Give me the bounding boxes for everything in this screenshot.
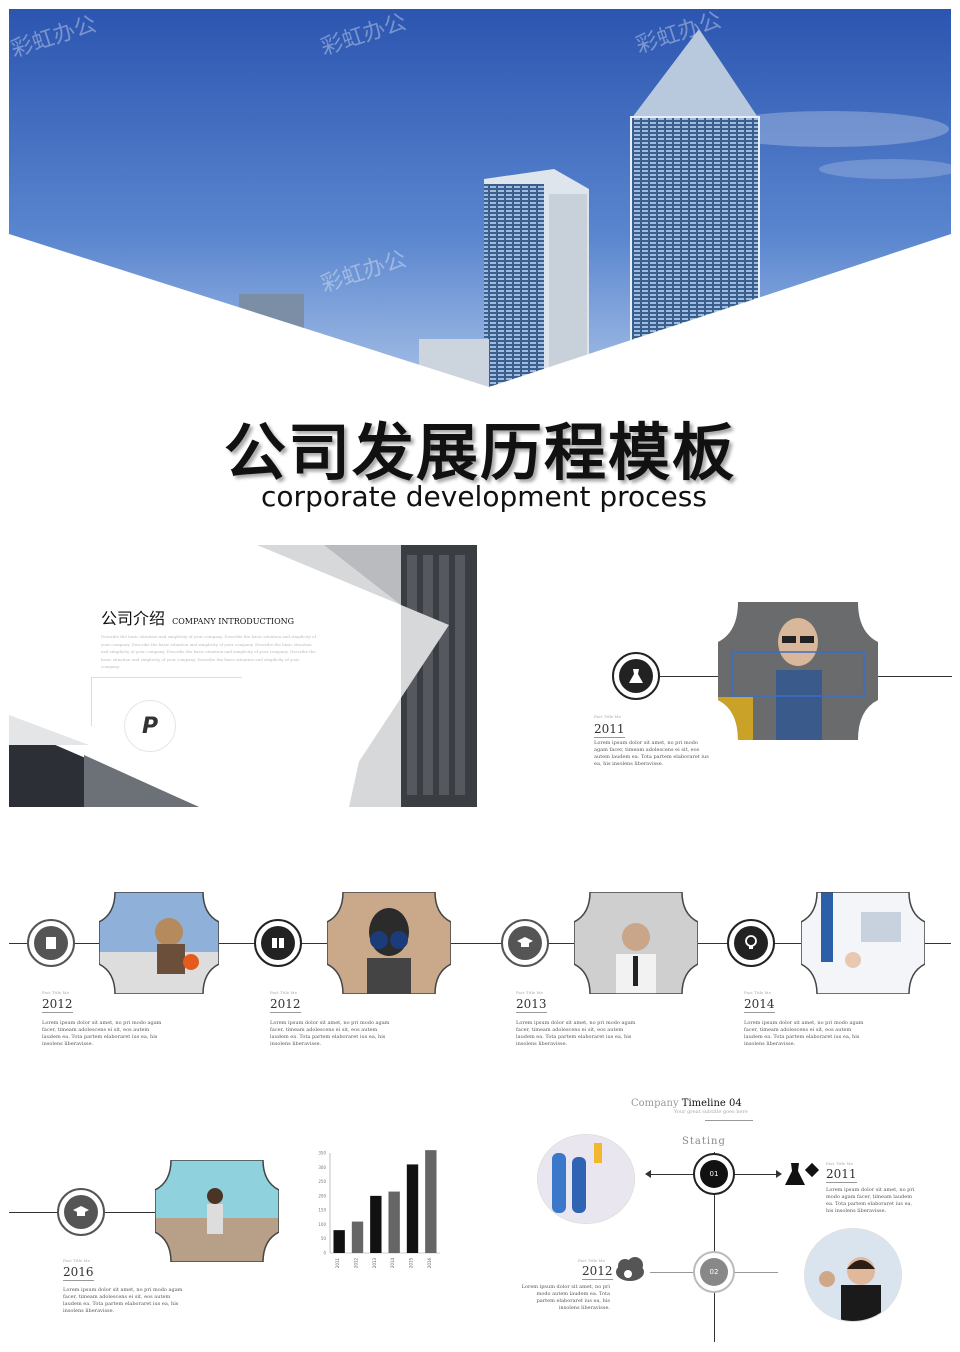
x-tick-label: 2015: [409, 1257, 414, 1268]
bar-chart-svg: 0 50 100 150 200 250 300 350 2011 2012 2013 2014 201…: [318, 1150, 440, 1268]
bar-chart: 0 50 100 150 200 250 300 350 2011 2012 2013 2014 201…: [308, 1145, 448, 1275]
y-tick-label: 300: [318, 1165, 326, 1170]
year-label: 2012: [582, 1264, 613, 1280]
year-label: 2011: [594, 722, 625, 738]
y-tick-label: 100: [318, 1222, 326, 1227]
hero-title: 公司发展历程模板: [223, 416, 736, 489]
fact-tag: Fact Title Me: [594, 714, 621, 719]
year-label: 2011: [826, 1167, 857, 1183]
lab-flask-icon: [612, 652, 660, 700]
lightbulb-icon: [727, 919, 775, 967]
bar: [406, 1164, 419, 1253]
bar: [351, 1221, 364, 1253]
graduation-cap-icon: [501, 919, 549, 967]
document-icon: [27, 919, 75, 967]
intro-title: 公司介绍 COMPANY INTRODUCTIONG: [101, 605, 294, 629]
y-tick-label: 350: [318, 1151, 326, 1156]
intro-title-en: COMPANY INTRODUCTIONG: [172, 617, 295, 626]
year-description: Lorem ipsum dolor sit amet, no pri modo …: [270, 1020, 390, 1047]
node-02: 02: [693, 1251, 735, 1293]
year-description: Lorem ipsum dolor sit amet, no pri modo …: [744, 1020, 864, 1047]
intro-body: Describe the basic situation and simplic…: [101, 634, 316, 669]
year-label: 2014: [744, 997, 775, 1013]
subtitle-underline: [705, 1120, 753, 1121]
timeline04-title: Company Timeline 04: [631, 1098, 742, 1109]
photo-frame-touchscreen: [800, 891, 926, 995]
node-02-label: 02: [700, 1258, 728, 1286]
arrow-left-icon: [645, 1170, 651, 1178]
timeline-2016-slide: Fact Title Me 2016 Lorem ipsum dolor sit…: [9, 1155, 309, 1320]
node-01: 01: [693, 1153, 735, 1195]
year-description: Lorem ipsum dolor sit amet, no pri modo …: [594, 740, 709, 767]
paypal-icon: P: [124, 700, 176, 752]
node-01-label: 01: [700, 1160, 728, 1188]
fact-tag: Fact Title Me: [270, 990, 297, 995]
fact-tag: Fact Title Me: [63, 1258, 90, 1263]
year-label: 2013: [516, 997, 547, 1013]
year-description: Lorem ipsum dolor sit amet, no pri modo …: [42, 1020, 162, 1047]
timeline04-slide: Company Timeline 04 Your great subtitle …: [500, 1092, 950, 1347]
y-tick-label: 0: [323, 1251, 326, 1256]
bar: [388, 1191, 400, 1253]
cloud-settings-icon: [614, 1256, 648, 1288]
x-tick-label: 2011: [335, 1257, 340, 1268]
intro-background-shapes: [9, 545, 477, 807]
year-description: Lorem ipsum dolor sit amet, no pri modo …: [63, 1287, 183, 1314]
year-label: 2012: [42, 997, 73, 1013]
x-tick-label: 2013: [372, 1257, 377, 1268]
year-description: Lorem ipsum dolor sit amet, no pri modo …: [521, 1284, 610, 1311]
photo-frame-woman: [154, 1159, 280, 1263]
intro-title-cn: 公司介绍: [101, 609, 166, 628]
year-label: 2016: [63, 1265, 94, 1281]
timeline04-title-a: Company: [631, 1098, 679, 1109]
photo-frame-stress: [573, 891, 699, 995]
y-tick-label: 250: [318, 1179, 326, 1184]
y-tick-label: 50: [321, 1236, 327, 1241]
timeline-row-slide: Fact Title Me 2012 Lorem ipsum dolor sit…: [9, 890, 951, 1050]
stating-label: Stating: [682, 1136, 726, 1147]
bar: [333, 1230, 345, 1253]
lab-flask-icon: [783, 1159, 823, 1195]
graduation-cap-icon: [57, 1188, 105, 1236]
portrait-photo-frame: [718, 602, 878, 740]
call-center-photo: [804, 1228, 902, 1322]
year-description: Lorem ipsum dolor sit amet, no pri modo …: [516, 1020, 636, 1047]
arrow-right-icon: [776, 1170, 782, 1178]
hero-banner: 彩虹办公 彩虹办公 彩虹办公 彩虹办公: [9, 9, 951, 387]
fact-tag: Fact Title Me: [42, 990, 69, 995]
hero-subtitle: corporate development process: [261, 480, 707, 513]
fact-tag: Fact Title Me: [826, 1161, 853, 1166]
x-tick-label: 2014: [390, 1257, 395, 1268]
x-tick-label: 2012: [354, 1257, 359, 1268]
fact-tag: Fact Title Me: [578, 1258, 605, 1263]
timeline-2011-slide: Fact Title Me 2011 Lorem ipsum dolor sit…: [588, 590, 952, 780]
photo-frame-worker: [98, 891, 220, 995]
year-label: 2012: [270, 997, 301, 1013]
timeline04-subtitle: Your great subtitle goes here: [674, 1109, 748, 1115]
fact-tag: Fact Title Me: [516, 990, 543, 995]
bar: [425, 1150, 437, 1253]
intro-slide: 公司介绍 COMPANY INTRODUCTIONG Describe the …: [9, 545, 477, 807]
photo-frame-binoculars: [326, 891, 452, 995]
timeline04-title-b: Timeline 04: [681, 1098, 742, 1109]
test-tubes-photo: [537, 1134, 635, 1224]
y-tick-label: 200: [318, 1193, 326, 1198]
book-icon: [254, 919, 302, 967]
intro-frame: [91, 677, 242, 726]
x-tick-label: 2016: [427, 1257, 432, 1268]
bar: [370, 1195, 382, 1253]
y-tick-label: 150: [318, 1208, 326, 1213]
fact-tag: Fact Title Me: [744, 990, 771, 995]
year-description: Lorem ipsum dolor sit amet, no pri modo …: [826, 1187, 915, 1214]
city-skyline-image: [9, 9, 951, 387]
